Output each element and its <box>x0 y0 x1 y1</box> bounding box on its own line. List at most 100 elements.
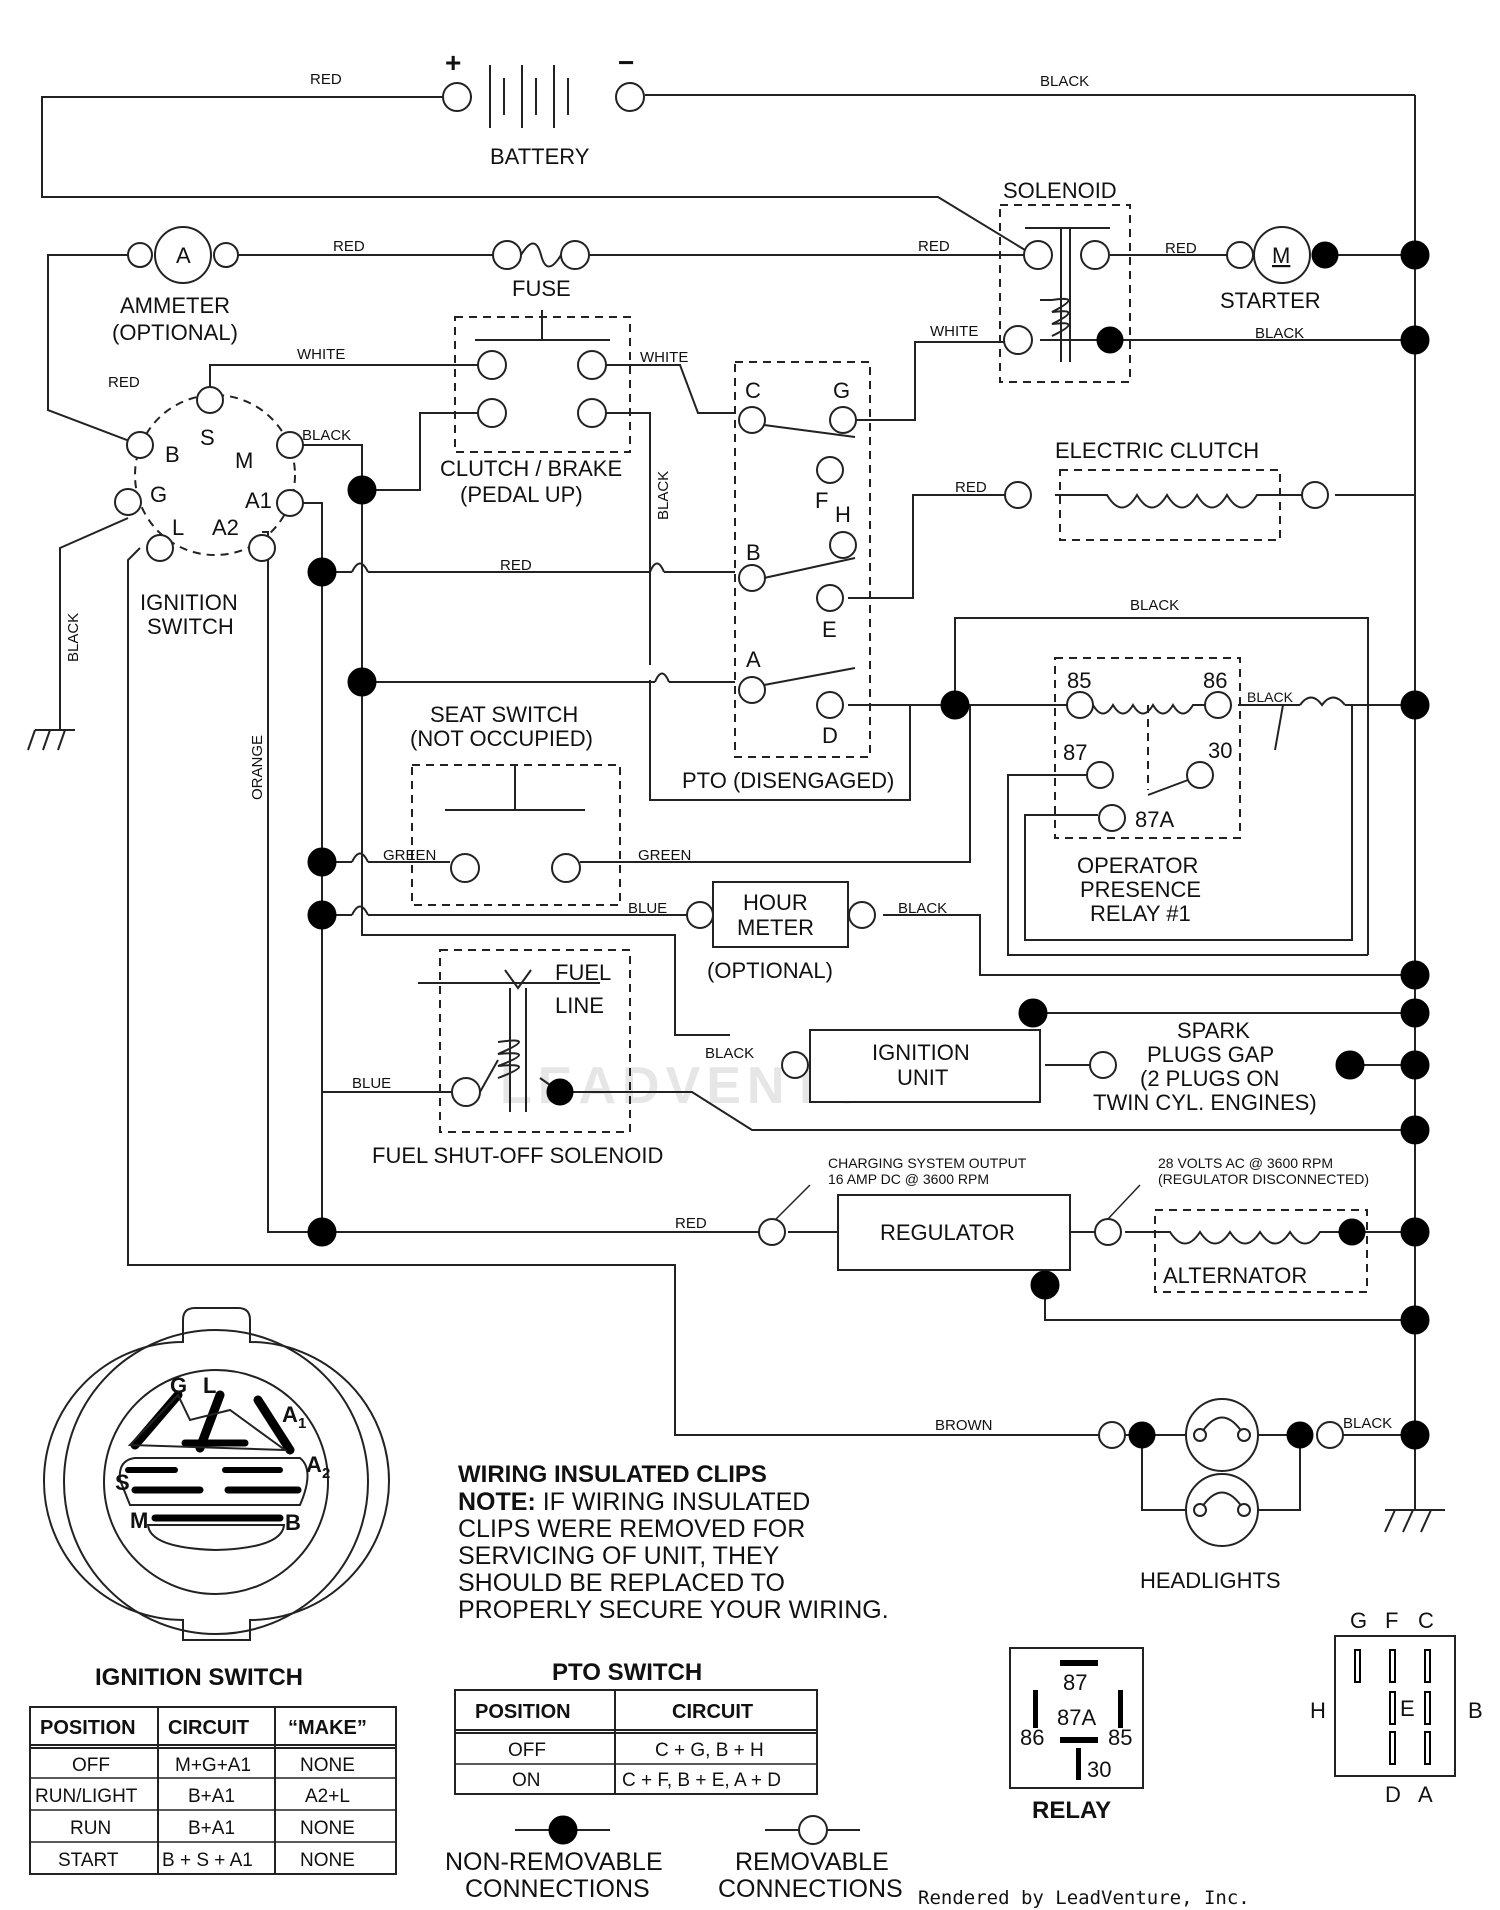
wire-label-red-8: RED <box>675 1215 707 1232</box>
ammeter-label-2: (OPTIONAL) <box>112 320 238 345</box>
seat-switch-label-1: SEAT SWITCH <box>430 702 578 727</box>
note-prefix: NOTE: <box>458 1488 536 1516</box>
note-title: WIRING INSULATED CLIPS <box>458 1461 767 1488</box>
ign-r2-c2: NONE <box>300 1818 355 1839</box>
ign-r3-c1: B + S + A1 <box>162 1850 253 1871</box>
wire-label-black-1: BLACK <box>1040 73 1089 90</box>
clutch-brake-label-1: CLUTCH / BRAKE <box>440 456 622 481</box>
note-line-2: CLIPS WERE REMOVED FOR <box>458 1515 805 1543</box>
seat-switch-label-2: (NOT OCCUPIED) <box>410 726 593 751</box>
wire-label-black-3: BLACK <box>302 427 351 444</box>
ignition-unit: IGNITION UNIT <box>781 1029 1117 1103</box>
pto-pin-A: A <box>1418 1782 1433 1807</box>
relay-label-3: RELAY #1 <box>1090 901 1191 926</box>
wiring-note: WIRING INSULATED CLIPS NOTE: IF WIRING I… <box>458 1461 889 1624</box>
wire-label-white-2: WHITE <box>297 346 345 363</box>
ign-term-A1: A1 <box>245 488 272 513</box>
seat-switch: SEAT SWITCH (NOT OCCUPIED) <box>410 702 621 906</box>
battery-plus: + <box>445 47 461 78</box>
face-A2-sub: 2 <box>322 1465 330 1482</box>
note-line-3: SERVICING OF UNIT, THEY <box>458 1542 780 1570</box>
ign-r3-c0: START <box>58 1850 119 1871</box>
pinout-85: 85 <box>1108 1725 1132 1750</box>
alternator-label: ALTERNATOR <box>1163 1263 1307 1288</box>
spark-plugs-line-3: (2 PLUGS ON <box>1140 1066 1279 1091</box>
relay-pinout-title: RELAY <box>1032 1797 1111 1824</box>
wire-label-white-1: WHITE <box>930 323 978 340</box>
wire-label-blue-1: BLUE <box>628 900 667 917</box>
fuel-line-label-1: FUEL <box>555 960 611 985</box>
ignition-unit-label-1: IGNITION <box>872 1040 970 1065</box>
ign-header-0: POSITION <box>40 1717 136 1739</box>
wire-label-black-vert-2: BLACK <box>65 613 82 662</box>
regulator: REGULATOR CHARGING SYSTEM OUTPUT 16 AMP … <box>758 1155 1122 1271</box>
face-M: M <box>130 1508 148 1533</box>
electric-clutch: ELECTRIC CLUTCH <box>1004 438 1329 541</box>
pto-term-C: C <box>745 378 761 403</box>
pto-switch: C G F H B E A D PTO (DISENGAGED) <box>682 361 894 793</box>
pto-term-E: E <box>822 617 837 642</box>
wire-label-red-7: RED <box>500 557 532 574</box>
relay-label-2: PRESENCE <box>1080 877 1201 902</box>
relay-pin-30: 30 <box>1208 738 1232 763</box>
pto-r1-c0: ON <box>512 1770 541 1791</box>
ign-term-L: L <box>172 515 184 540</box>
relay-pin-86: 86 <box>1203 668 1227 693</box>
wire-label-red-1: RED <box>310 71 342 88</box>
wire-label-black-8: BLACK <box>1343 1415 1392 1432</box>
pto-pin-F: F <box>1385 1608 1398 1633</box>
pinout-87a: 87A <box>1057 1705 1096 1730</box>
ign-r1-c1: B+A1 <box>188 1786 235 1807</box>
note-line-4: SHOULD BE REPLACED TO <box>458 1569 785 1597</box>
wire-labels: RED BLACK RED RED RED BLACK WHITE WHITE … <box>65 71 1392 1434</box>
charging-line-1: CHARGING SYSTEM OUTPUT <box>828 1155 1027 1171</box>
pto-pinout: G F C H E B D A <box>1310 1608 1483 1807</box>
fuel-shutoff-solenoid: FUEL LINE FUEL SHUT-OFF SOLENOID <box>372 949 663 1168</box>
pto-pin-E: E <box>1400 1696 1415 1721</box>
regulator-label: REGULATOR <box>880 1220 1015 1245</box>
ignition-table: IGNITION SWITCH POSITION CIRCUIT “MAKE” … <box>29 1664 397 1875</box>
pinout-87: 87 <box>1063 1670 1087 1695</box>
electric-clutch-label: ELECTRIC CLUTCH <box>1055 438 1259 463</box>
wire-label-black-4: BLACK <box>1130 597 1179 614</box>
note-line-5: PROPERLY SECURE YOUR WIRING. <box>458 1596 889 1624</box>
relay-pin-87: 87 <box>1063 740 1087 765</box>
wire-label-red-3: RED <box>918 238 950 255</box>
ign-term-B: B <box>165 442 180 467</box>
pto-term-B: B <box>746 540 761 565</box>
face-G: G <box>170 1373 187 1398</box>
legend-removable-2: CONNECTIONS <box>718 1875 903 1903</box>
ign-r0-c1: M+G+A1 <box>175 1755 251 1776</box>
fuel-line-label-2: LINE <box>555 993 604 1018</box>
pto-r1-c1: C + F, B + E, A + D <box>622 1770 781 1791</box>
ammeter: A AMMETER (OPTIONAL) <box>112 226 239 345</box>
wire-label-red-6: RED <box>955 479 987 496</box>
ammeter-label-1: AMMETER <box>120 293 230 318</box>
spark-plugs-line-1: SPARK <box>1177 1018 1250 1043</box>
ignition-unit-label-2: UNIT <box>897 1065 948 1090</box>
pto-term-H: H <box>835 502 851 527</box>
battery: + − BATTERY <box>442 47 645 169</box>
ignition-switch-label-1: IGNITION <box>140 590 238 615</box>
ign-r1-c0: RUN/LIGHT <box>35 1786 138 1807</box>
ign-term-A2: A2 <box>212 515 239 540</box>
relay-pin-87a: 87A <box>1135 807 1174 832</box>
pto-r0-c1: C + G, B + H <box>655 1740 764 1761</box>
pto-pin-D: D <box>1385 1782 1401 1807</box>
pto-pin-H: H <box>1310 1698 1326 1723</box>
relay-pin-85: 85 <box>1067 668 1091 693</box>
ignition-switch: S B M G A1 L A2 IGNITION SWITCH <box>114 386 304 639</box>
operator-presence-relay: 85 86 87 30 87A OPERATOR PRESENCE RELAY … <box>1054 657 1241 926</box>
pto-label: PTO (DISENGAGED) <box>682 768 894 793</box>
ign-term-M: M <box>235 448 253 473</box>
pto-pin-C: C <box>1418 1608 1434 1633</box>
pinout-86: 86 <box>1020 1725 1044 1750</box>
spark-plugs-line-2: PLUGS GAP <box>1147 1042 1274 1067</box>
svg-text:NOTE: IF WIRING INSULATED: NOTE: IF WIRING INSULATED <box>458 1488 810 1516</box>
note-line-1: IF WIRING INSULATED <box>536 1488 811 1516</box>
face-A1-sub: 1 <box>298 1415 306 1432</box>
pto-table-title: PTO SWITCH <box>552 1659 702 1686</box>
legend-removable-1: REMOVABLE <box>735 1848 889 1876</box>
pto-header-0: POSITION <box>475 1701 571 1723</box>
